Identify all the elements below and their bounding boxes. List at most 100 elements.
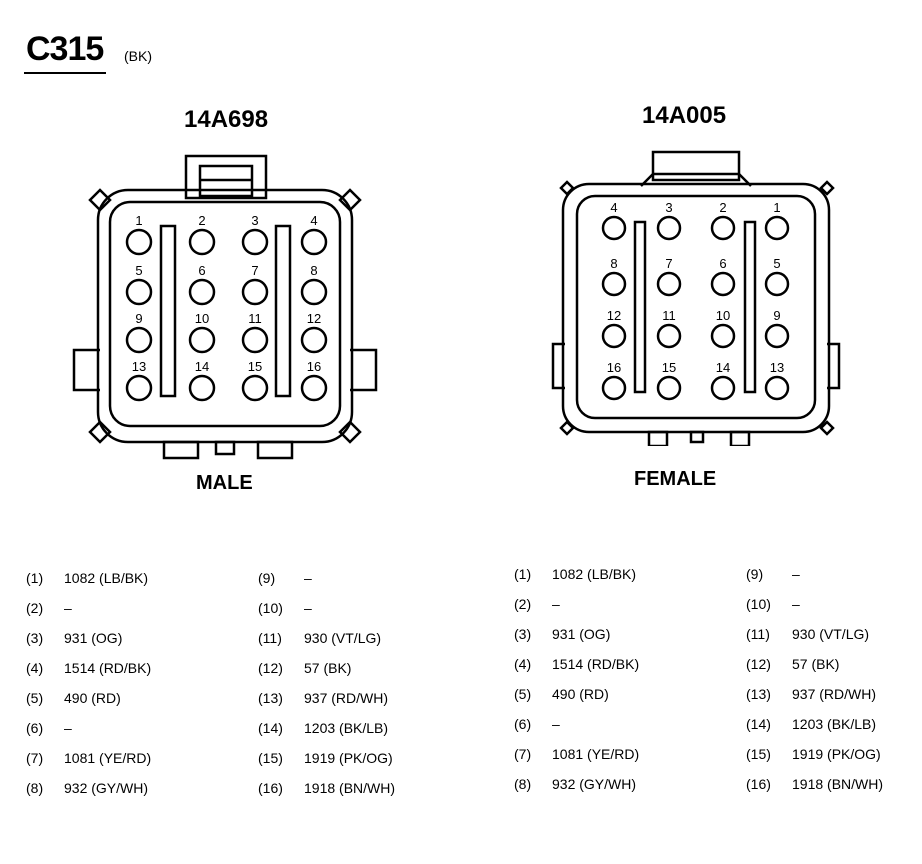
male-cavity-11 (241, 326, 269, 354)
female-part-number: 14A005 (642, 102, 727, 129)
male-cavity-16 (300, 374, 328, 402)
female-pin-number: (6) (514, 716, 532, 732)
male-wire-circuit: – (304, 570, 312, 586)
male-cavity-label: 2 (198, 213, 205, 228)
female-wire-circuit: 1082 (LB/BK) (552, 566, 637, 582)
male-cavity-4 (300, 228, 328, 256)
male-pin-number: (7) (26, 750, 44, 766)
female-cavity-label: 3 (665, 200, 672, 215)
female-cavity-label: 1 (773, 200, 780, 215)
female-pin-number: (10) (746, 596, 771, 612)
female-pin-number: (7) (514, 746, 532, 762)
female-cavity-2 (710, 215, 736, 241)
male-cavity-label: 16 (307, 359, 321, 374)
female-pin-number: (8) (514, 776, 532, 792)
male-wire-circuit: 1514 (RD/BK) (64, 660, 152, 676)
female-cavity-label: 2 (719, 200, 726, 215)
male-cavity-label: 10 (195, 311, 209, 326)
female-gender-label: FEMALE (634, 468, 717, 490)
male-cavity-13 (125, 374, 153, 402)
male-pin-number: (6) (26, 720, 44, 736)
male-cavity-label: 3 (251, 213, 258, 228)
male-gender-label: MALE (196, 472, 253, 494)
male-cavity-7 (241, 278, 269, 306)
male-wire-circuit: – (64, 720, 72, 736)
male-wire-circuit: 937 (RD/WH) (304, 690, 389, 706)
male-wire-circuit: 931 (OG) (64, 630, 123, 646)
female-connector-outline (551, 150, 841, 446)
female-cavity-8 (601, 271, 627, 297)
female-pin-number: (9) (746, 566, 764, 582)
male-pin-number: (10) (258, 600, 283, 616)
female-cavity-3 (656, 215, 682, 241)
male-cavity-label: 7 (251, 263, 258, 278)
male-pin-number: (14) (258, 720, 283, 736)
female-pin-number: (13) (746, 686, 771, 702)
male-wire-circuit: 930 (VT/LG) (304, 630, 382, 646)
male-cavity-5 (125, 278, 153, 306)
page-title: C315 (26, 30, 104, 68)
male-cavity-3 (241, 228, 269, 256)
female-pin-number: (11) (746, 626, 770, 642)
male-pin-number: (9) (258, 570, 276, 586)
female-pin-number: (12) (746, 656, 771, 672)
female-cavity-15 (656, 375, 682, 401)
female-wire-circuit: – (792, 566, 800, 582)
female-cavity-label: 4 (610, 200, 617, 215)
female-cavity-6 (710, 271, 736, 297)
male-cavity-label: 4 (310, 213, 317, 228)
male-part-number: 14A698 (184, 106, 269, 133)
male-pin-number: (11) (258, 630, 282, 646)
female-pin-number: (4) (514, 656, 532, 672)
male-cavity-label: 8 (310, 263, 317, 278)
male-pin-number: (3) (26, 630, 44, 646)
female-cavity-label: 8 (610, 256, 617, 271)
female-cavity-label: 7 (665, 256, 672, 271)
male-cavity-6 (188, 278, 216, 306)
female-cavity-13 (764, 375, 790, 401)
male-pin-number: (2) (26, 600, 44, 616)
male-cavity-12 (300, 326, 328, 354)
female-wire-circuit: 931 (OG) (552, 626, 611, 642)
female-pin-number: (15) (746, 746, 771, 762)
female-wire-circuit: 57 (BK) (792, 656, 840, 672)
male-pin-number: (5) (26, 690, 44, 706)
female-cavity-14 (710, 375, 736, 401)
female-cavity-11 (656, 323, 682, 349)
female-cavity-5 (764, 271, 790, 297)
male-wire-circuit: 490 (RD) (64, 690, 121, 706)
male-cavity-label: 6 (198, 263, 205, 278)
female-cavity-label: 5 (773, 256, 780, 271)
male-cavity-label: 5 (135, 263, 142, 278)
female-cavity-label: 6 (719, 256, 726, 271)
male-cavity-9 (125, 326, 153, 354)
female-cavity-label: 13 (770, 360, 784, 375)
female-cavity-label: 11 (662, 308, 676, 323)
female-pin-number: (1) (514, 566, 532, 582)
female-cavity-12 (601, 323, 627, 349)
male-wire-circuit: 1203 (BK/LB) (304, 720, 389, 736)
male-wire-circuit: 932 (GY/WH) (64, 780, 149, 796)
male-pin-number: (16) (258, 780, 283, 796)
male-cavity-8 (300, 278, 328, 306)
female-pin-number: (5) (514, 686, 532, 702)
female-cavity-7 (656, 271, 682, 297)
male-pin-number: (4) (26, 660, 44, 676)
female-wire-circuit: 1919 (PK/OG) (792, 746, 881, 762)
male-wire-circuit: 1919 (PK/OG) (304, 750, 393, 766)
female-pin-number: (3) (514, 626, 532, 642)
male-wire-circuit: 1918 (BN/WH) (304, 780, 396, 796)
male-cavity-15 (241, 374, 269, 402)
female-wire-circuit: 937 (RD/WH) (792, 686, 877, 702)
female-wire-circuit: 932 (GY/WH) (552, 776, 637, 792)
male-cavity-label: 14 (195, 359, 209, 374)
female-cavity-label: 12 (607, 308, 621, 323)
male-pin-number: (1) (26, 570, 44, 586)
male-cavity-label: 12 (307, 311, 321, 326)
male-wire-circuit: 57 (BK) (304, 660, 352, 676)
female-cavity-label: 14 (716, 360, 730, 375)
female-wire-circuit: 490 (RD) (552, 686, 609, 702)
female-cavity-label: 10 (716, 308, 730, 323)
male-cavity-label: 13 (132, 359, 146, 374)
